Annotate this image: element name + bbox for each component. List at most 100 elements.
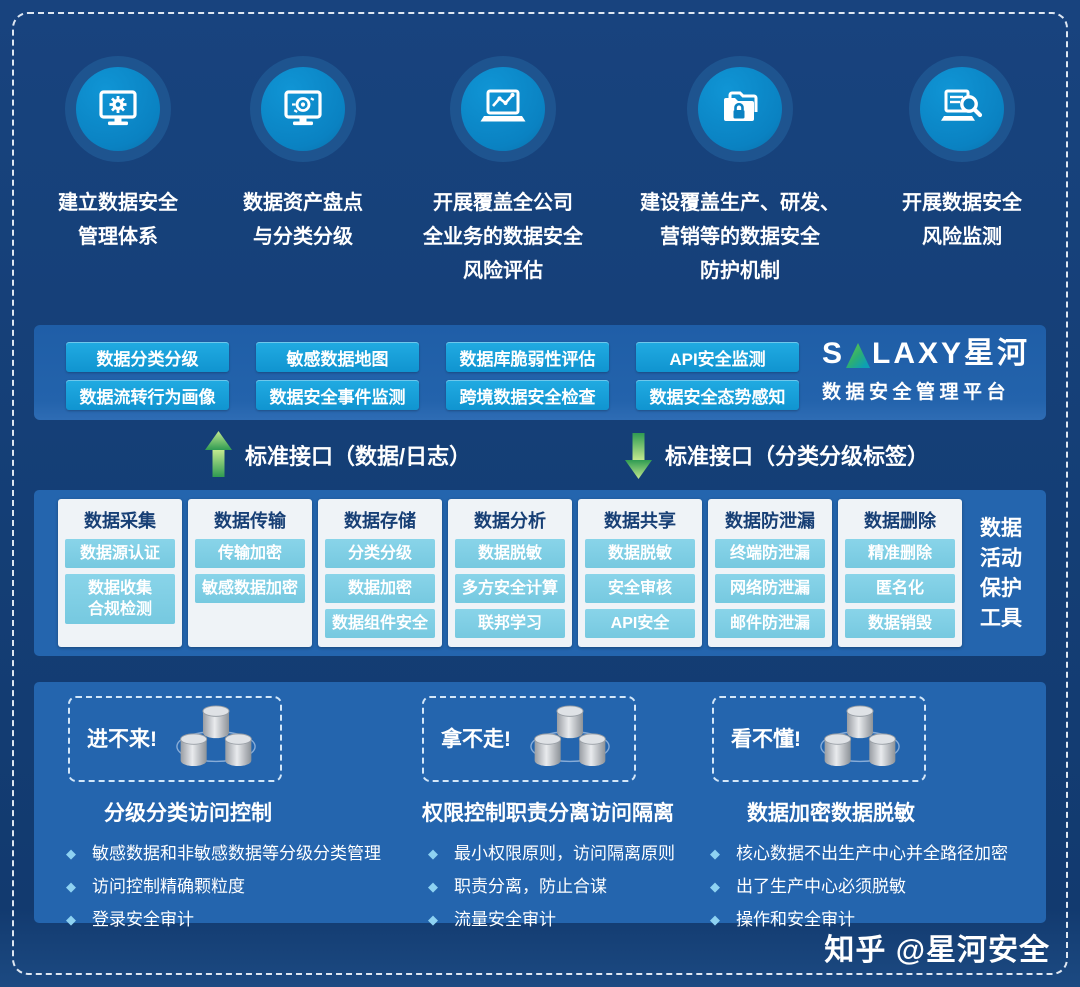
capability-chip: 精准删除 <box>845 539 955 568</box>
goal-item: 建设覆盖生产、研发、 营销等的数据安全 防护机制 <box>610 56 870 288</box>
lifecycle-card: 数据删除 精准删除 匿名化 数据销毁 <box>838 499 962 647</box>
icon-circle <box>261 67 345 151</box>
lifecycle-panel: 数据采集 数据源认证 数据收集 合规检测 数据传输 传输加密 敏感数据加密 数据… <box>34 490 1046 656</box>
principle-title: 分级分类访问控制 <box>104 802 272 825</box>
capability-chip: 数据脱敏 <box>455 539 565 568</box>
platform-button[interactable]: 数据库脆弱性评估 <box>446 342 609 372</box>
principle-group: 拿不走! 权限控制职责分离访 <box>422 696 722 936</box>
capability-chip: 数据加密 <box>325 574 435 603</box>
bullet-item: 最小权限原则，访问隔离原则 <box>422 837 722 870</box>
icon-circle <box>920 67 1004 151</box>
principles-panel: 进不来! 分级分类访问控制 <box>34 682 1046 936</box>
platform-button[interactable]: API安全监测 <box>636 342 799 372</box>
principle-tag: 看不懂! <box>731 727 801 751</box>
lifecycle-card: 数据传输 传输加密 敏感数据加密 <box>188 499 312 647</box>
icon-circle <box>698 67 782 151</box>
interface-down-label: 标准接口（分类分级标签） <box>665 444 930 469</box>
platform-button[interactable]: 数据流转行为画像 <box>66 380 229 410</box>
platform-button[interactable]: 数据安全态势感知 <box>636 380 799 410</box>
bullet-item: 登录安全审计 <box>64 903 409 936</box>
galaxy-logo: S LAXY星河 数据安全管理平台 <box>822 338 1044 404</box>
lifecycle-cards: 数据采集 数据源认证 数据收集 合规检测 数据传输 传输加密 敏感数据加密 数据… <box>58 499 962 647</box>
icon-halo <box>65 56 171 162</box>
icon-circle <box>461 67 545 151</box>
capability-chip: 多方安全计算 <box>455 574 565 603</box>
lifecycle-card: 数据共享 数据脱敏 安全审核 API安全 <box>578 499 702 647</box>
goal-item: 数据资产盘点 与分类分级 <box>208 56 398 254</box>
capability-chip: 终端防泄漏 <box>715 539 825 568</box>
capability-chip: 敏感数据加密 <box>195 574 305 603</box>
monitor-scan-icon <box>284 90 322 126</box>
database-cluster-icon <box>820 705 900 767</box>
goal-label: 建设覆盖生产、研发、 营销等的数据安全 防护机制 <box>640 192 840 282</box>
card-title: 数据共享 <box>604 511 676 531</box>
bullet-item: 操作和安全审计 <box>708 903 1038 936</box>
platform-button[interactable]: 数据分类分级 <box>66 342 229 372</box>
bullet-item: 职责分离，防止合谋 <box>422 870 722 903</box>
principle-title: 数据加密数据脱敏 <box>747 802 915 825</box>
monitor-gear-icon <box>99 90 137 126</box>
lifecycle-card: 数据分析 数据脱敏 多方安全计算 联邦学习 <box>448 499 572 647</box>
capability-chip: 数据源认证 <box>65 539 175 568</box>
principle-title: 权限控制职责分离访问隔离 <box>422 802 674 825</box>
database-cluster-icon <box>530 705 610 767</box>
principle-tag: 进不来! <box>87 727 157 751</box>
capability-chip: 分类分级 <box>325 539 435 568</box>
laptop-chart-icon <box>480 89 526 122</box>
capability-chip: 网络防泄漏 <box>715 574 825 603</box>
card-title: 数据采集 <box>84 511 156 531</box>
database-cluster-icon <box>176 705 256 767</box>
bullet-item: 出了生产中心必须脱敏 <box>708 870 1038 903</box>
capability-chip: 匿名化 <box>845 574 955 603</box>
principle-tag: 拿不走! <box>441 727 511 751</box>
lifecycle-card: 数据防泄漏 终端防泄漏 网络防泄漏 邮件防泄漏 <box>708 499 832 647</box>
platform-button[interactable]: 数据安全事件监测 <box>256 380 419 410</box>
platform-button[interactable]: 敏感数据地图 <box>256 342 419 372</box>
icon-halo <box>687 56 793 162</box>
card-title: 数据防泄漏 <box>725 511 815 531</box>
capability-chip: 数据组件安全 <box>325 609 435 638</box>
principle-bullets: 核心数据不出生产中心并全路径加密 出了生产中心必须脱敏 操作和安全审计 <box>708 837 1038 936</box>
lifecycle-side-label: 数据 活动 保护 工具 <box>980 517 1022 630</box>
interface-up: 标准接口（数据/日志） <box>205 431 471 479</box>
goal-label: 数据资产盘点 与分类分级 <box>243 192 363 248</box>
capability-chip: API安全 <box>585 609 695 638</box>
interface-up-label: 标准接口（数据/日志） <box>245 444 472 469</box>
logo-subtitle: 数据安全管理平台 <box>822 382 1011 403</box>
up-arrow-icon <box>205 431 232 477</box>
bullet-item: 流量安全审计 <box>422 903 722 936</box>
icon-halo <box>909 56 1015 162</box>
goal-label: 开展覆盖全公司 全业务的数据安全 风险评估 <box>423 192 583 282</box>
lifecycle-card: 数据存储 分类分级 数据加密 数据组件安全 <box>318 499 442 647</box>
bullet-item: 访问控制精确颗粒度 <box>64 870 409 903</box>
card-title: 数据分析 <box>474 511 546 531</box>
down-arrow-icon <box>625 433 652 479</box>
logo-text-suffix: LAXY星河 <box>872 337 1031 370</box>
principle-bullets: 最小权限原则，访问隔离原则 职责分离，防止合谋 流量安全审计 <box>422 837 722 936</box>
galaxy-logo-wordmark: S LAXY星河 <box>822 338 1044 370</box>
platform-button-grid: 数据分类分级 敏感数据地图 数据库脆弱性评估 API安全监测 数据流转行为画像 … <box>66 342 799 410</box>
icon-circle <box>76 67 160 151</box>
goal-item: 建立数据安全 管理体系 <box>28 56 208 254</box>
platform-bar: 数据分类分级 敏感数据地图 数据库脆弱性评估 API安全监测 数据流转行为画像 … <box>34 325 1046 420</box>
laptop-search-icon <box>941 89 983 121</box>
folder-lock-icon <box>724 91 758 121</box>
principle-tagbox: 看不懂! <box>712 696 926 782</box>
card-title: 数据传输 <box>214 511 286 531</box>
goal-label: 建立数据安全 管理体系 <box>58 192 178 248</box>
goal-label: 开展数据安全 风险监测 <box>902 192 1022 248</box>
zhihu-watermark: 知乎 @星河安全 <box>824 934 1050 967</box>
logo-accent-triangle-icon <box>846 343 871 368</box>
platform-button[interactable]: 跨境数据安全检查 <box>446 380 609 410</box>
principle-group: 看不懂! 数据加密数据脱敏 <box>708 696 1038 936</box>
bullet-item: 核心数据不出生产中心并全路径加密 <box>708 837 1038 870</box>
principle-tagbox: 拿不走! <box>422 696 636 782</box>
icon-halo <box>450 56 556 162</box>
lifecycle-card: 数据采集 数据源认证 数据收集 合规检测 <box>58 499 182 647</box>
capability-chip: 数据销毁 <box>845 609 955 638</box>
capability-chip: 安全审核 <box>585 574 695 603</box>
goal-item: 开展覆盖全公司 全业务的数据安全 风险评估 <box>398 56 608 288</box>
capability-chip: 数据收集 合规检测 <box>65 574 175 624</box>
principle-bullets: 敏感数据和非敏感数据等分级分类管理 访问控制精确颗粒度 登录安全审计 <box>64 837 409 936</box>
